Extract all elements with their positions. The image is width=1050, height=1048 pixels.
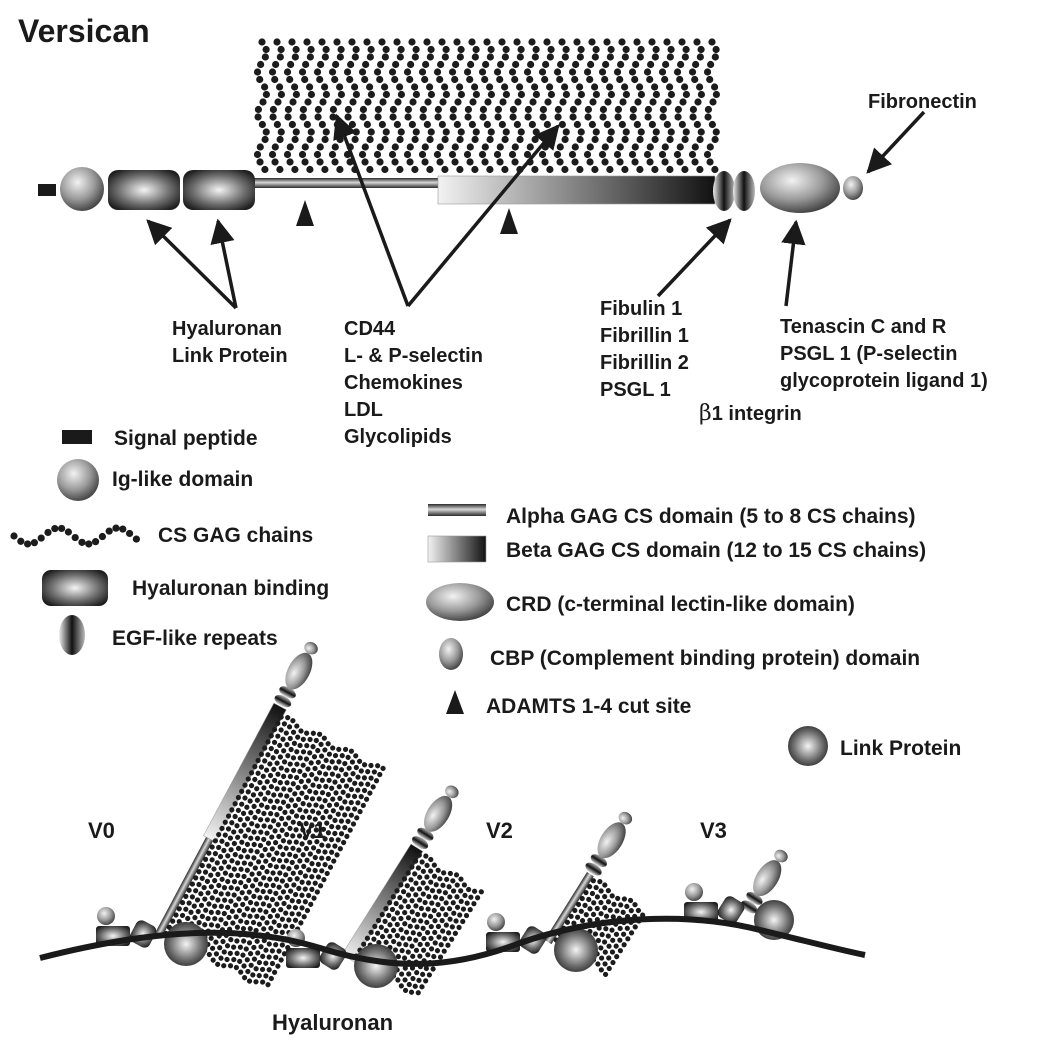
isoform-v0 [96, 641, 386, 988]
legend-alpha-gag: Alpha GAG CS domain (5 to 8 CS chains) [506, 505, 916, 528]
hyaluronan-strand-label: Hyaluronan [272, 1010, 393, 1035]
beta-gag-domain [437, 175, 716, 205]
isoform-label-v0: V0 [88, 818, 115, 843]
link-protein-icon [788, 726, 828, 766]
egf-partner-fibrillin2: Fibrillin 2 [600, 352, 689, 374]
cbp-icon [439, 638, 463, 670]
legend-signal-peptide: Signal peptide [114, 427, 258, 450]
hyaluronan-binding-domain-2 [183, 170, 255, 210]
egf-repeat-2 [733, 171, 755, 211]
isoform-v2 [486, 811, 646, 978]
legend-hyaluronan-binding: Hyaluronan binding [132, 577, 329, 600]
fibronectin-label: Fibronectin [868, 91, 977, 113]
cut-site-arrowhead-icon [446, 690, 464, 714]
legend-egf-like: EGF-like repeats [112, 627, 278, 650]
egf-partner-fibrillin1: Fibrillin 1 [600, 325, 689, 347]
crd-partner-psgl1: PSGL 1 (P-selectin [780, 343, 957, 365]
egf-repeat-icon [59, 615, 85, 655]
alpha-gag-bar-icon [428, 504, 486, 516]
ig-domain-icon [57, 459, 99, 501]
legend-ig-like: Ig-like domain [112, 468, 253, 491]
signal-peptide-icon [62, 430, 92, 444]
legend-crd: CRD (c-terminal lectin-like domain) [506, 593, 855, 616]
adamts-cut-site-2 [500, 208, 518, 234]
gag-partner-chemokines: Chemokines [344, 372, 463, 394]
link-protein-partner-label: Link Protein [172, 345, 288, 367]
cs-gag-chains-block [253, 38, 721, 174]
crd-domain [760, 163, 840, 213]
gag-partner-ldl: LDL [344, 399, 383, 421]
legend-cbp: CBP (Complement binding protein) domain [490, 647, 920, 670]
adamts-cut-site-1 [296, 200, 314, 226]
hyaluronan-binding-domain-1 [108, 170, 180, 210]
beta-gag-bar-icon [427, 535, 487, 563]
beta1-integrin-label: β1 integrin [699, 401, 802, 426]
gag-partner-glycolipids: Glycolipids [344, 426, 452, 448]
legend-cs-gag: CS GAG chains [158, 524, 313, 547]
legend-link-protein: Link Protein [840, 737, 961, 760]
legend-beta-gag: Beta GAG CS domain (12 to 15 CS chains) [506, 539, 926, 562]
egf-partner-fibulin1: Fibulin 1 [600, 298, 682, 320]
isoform-label-v3: V3 [700, 818, 727, 843]
legend-adamts: ADAMTS 1-4 cut site [486, 695, 691, 718]
crd-ellipse-icon [426, 583, 494, 621]
hyaluronan-binding-icon [42, 570, 108, 606]
isoform-label-v2: V2 [486, 818, 513, 843]
crd-partner-glycoprotein: glycoprotein ligand 1) [780, 370, 988, 392]
binding-arrows [146, 110, 926, 310]
ig-like-domain [60, 167, 104, 211]
gag-partner-selectin: L- & P-selectin [344, 345, 483, 367]
crd-partner-tenascin: Tenascin C and R [780, 316, 947, 338]
hyaluronan-strand [39, 915, 866, 967]
cbp-domain [843, 176, 863, 200]
isoform-v1 [286, 785, 484, 996]
gag-partner-cd44: CD44 [344, 318, 396, 340]
hyaluronan-partner-label: Hyaluronan [172, 318, 282, 340]
egf-partner-psgl1: PSGL 1 [600, 379, 671, 401]
gag-chain-icon [10, 524, 140, 548]
page-title: Versican [18, 13, 150, 49]
egf-repeat-1 [713, 171, 735, 211]
signal-peptide [38, 184, 56, 196]
